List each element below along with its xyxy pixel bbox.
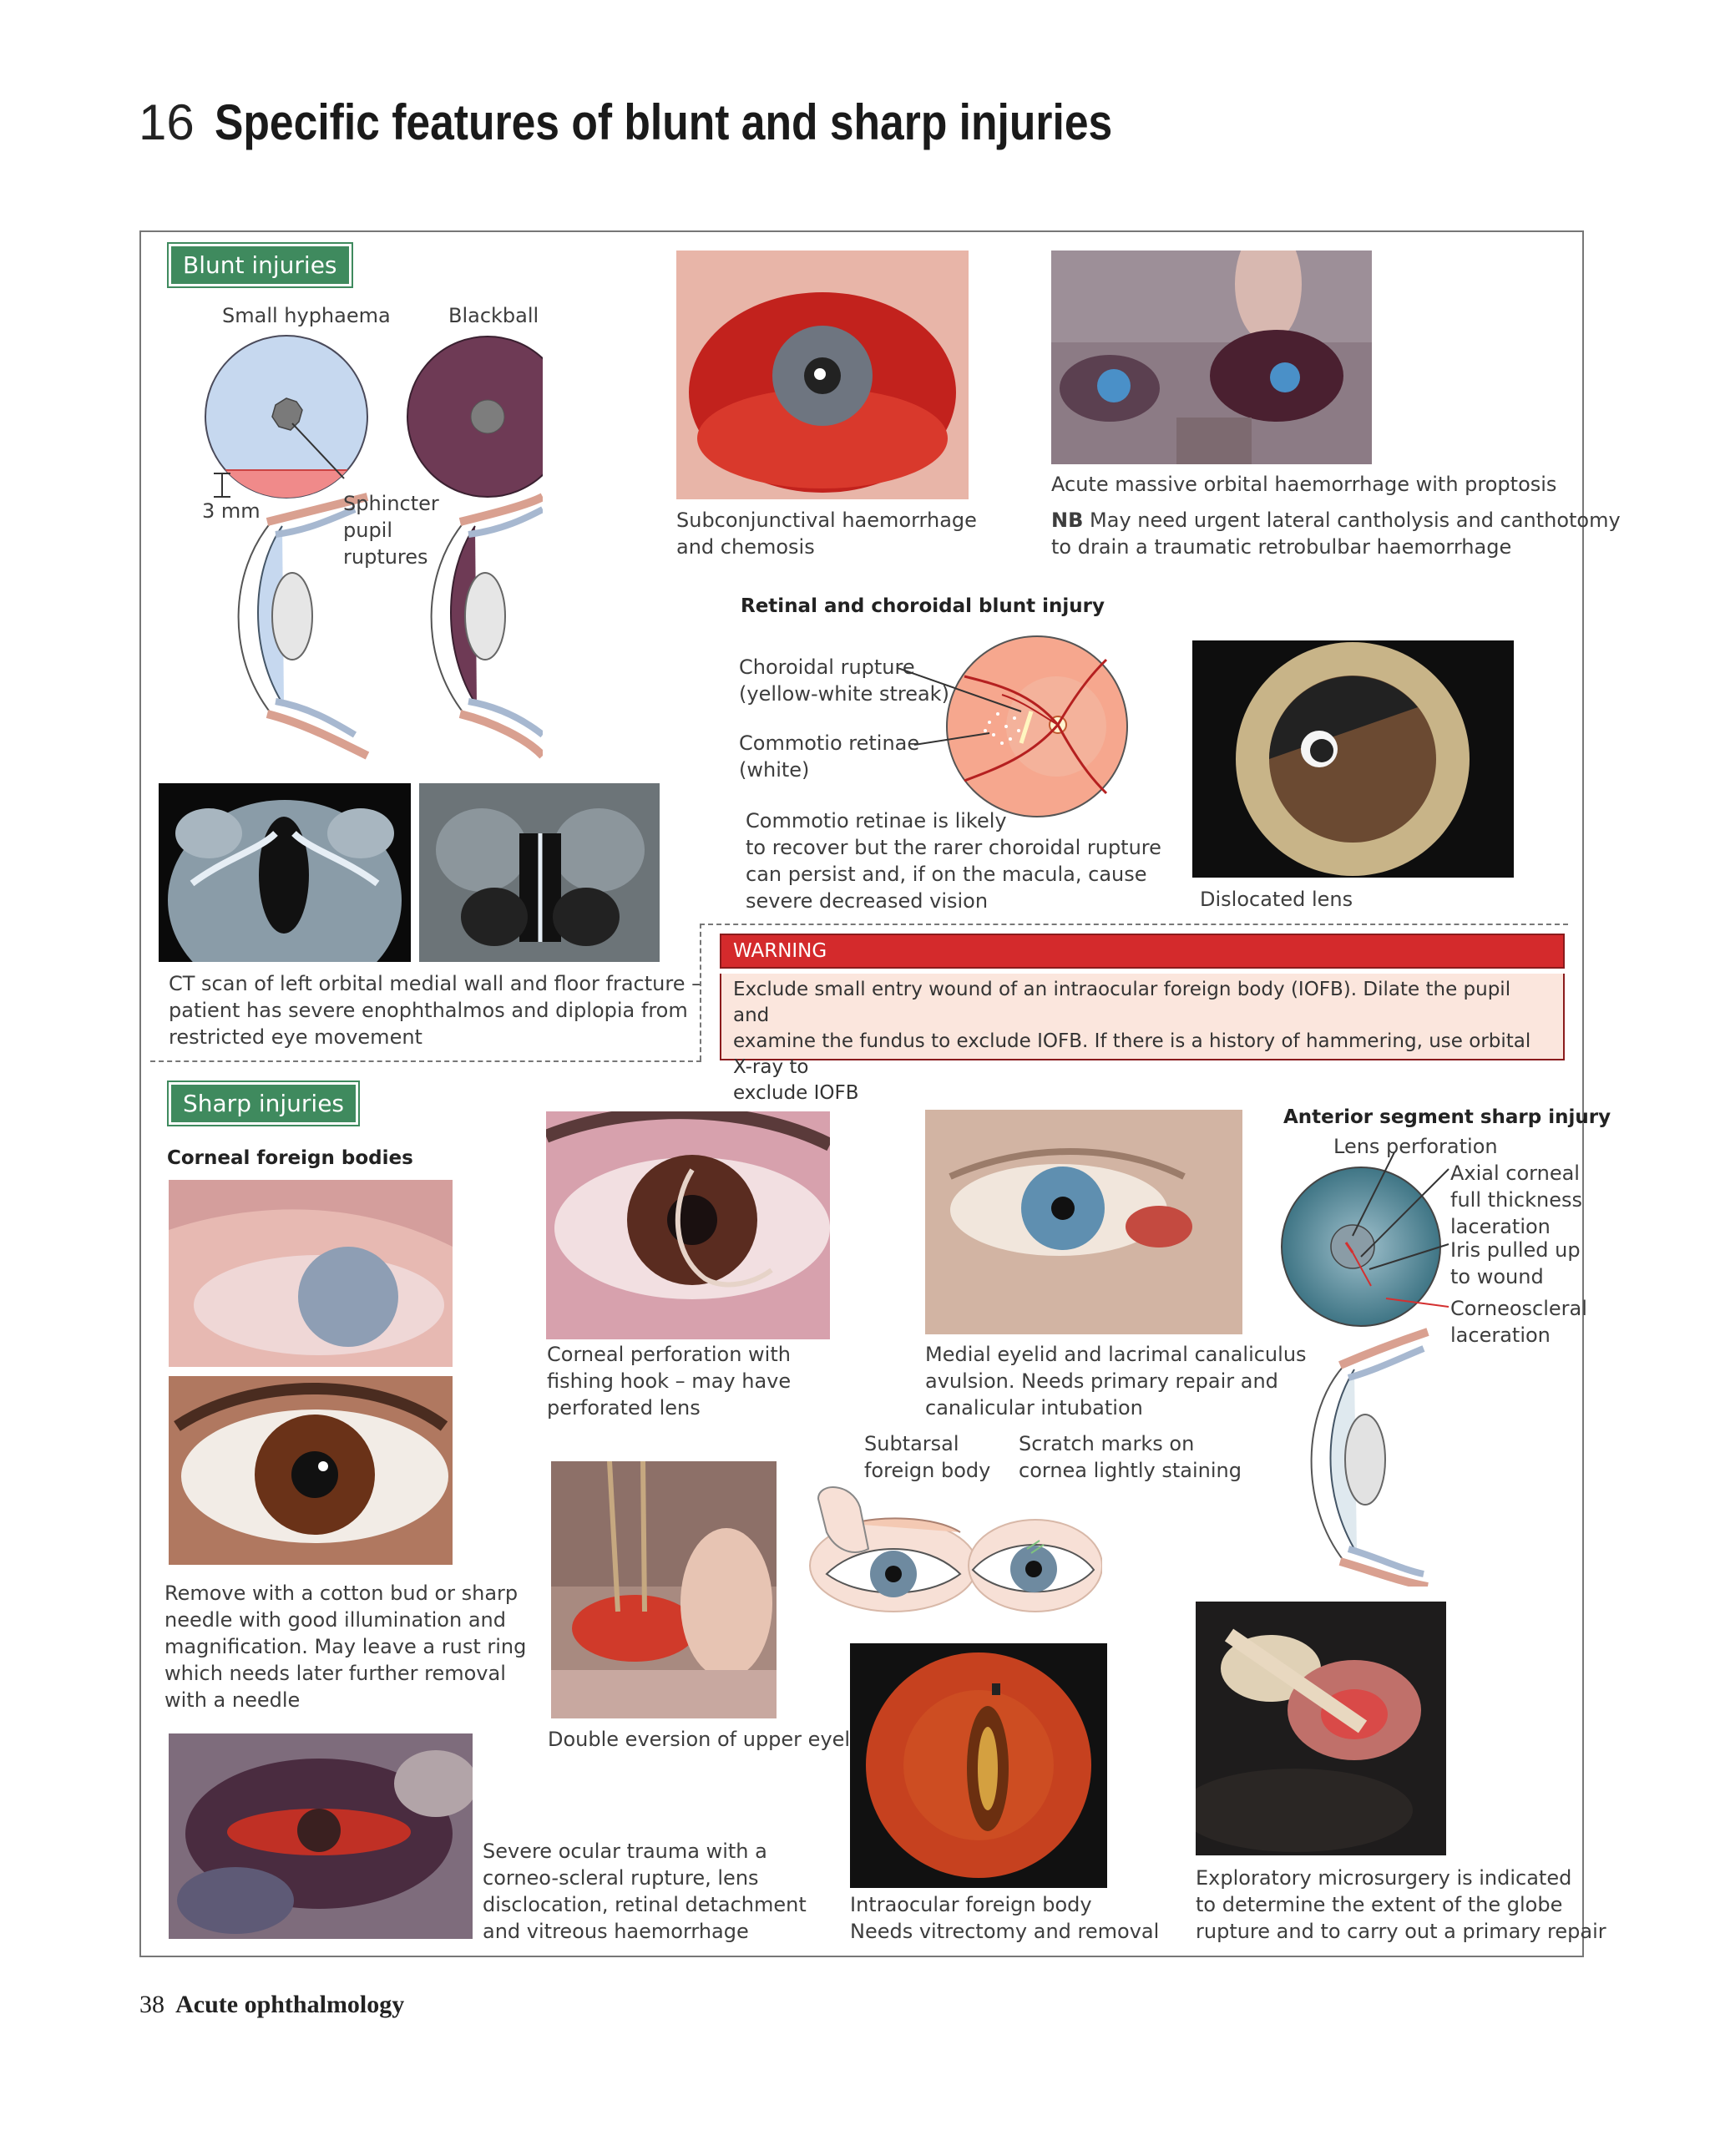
measure-3mm-label: 3 mm (202, 499, 261, 523)
hook-caption-2: fishing hook – may have (547, 1369, 792, 1393)
subtarsal-2: foreign body (864, 1459, 991, 1482)
subtarsal-scratch-diagram (809, 1486, 1102, 1612)
scratch-2: cornea lightly staining (1019, 1459, 1242, 1482)
eyelid-caption-3: canalicular intubation (925, 1396, 1143, 1420)
iris-pulled-1: Iris pulled up (1450, 1238, 1581, 1262)
subconj-caption-1: Subconjunctival haemorrhage (676, 509, 977, 532)
microsurgery-photo (1196, 1602, 1446, 1855)
eyelid-caption-2: avulsion. Needs primary repair and (925, 1369, 1278, 1393)
warning-line-3: exclude IOFB (733, 1082, 859, 1104)
commotio-note-3: can persist and, if on the macula, cause (746, 863, 1147, 886)
commotio-2: (white) (739, 758, 810, 782)
iris-pulled-2: to wound (1450, 1265, 1544, 1288)
hook-caption-3: perforated lens (547, 1396, 701, 1420)
dislocated-lens-photo (1192, 640, 1514, 878)
fishing-hook-photo (546, 1111, 830, 1339)
corneoscleral-1: Corneoscleral (1450, 1297, 1587, 1320)
remove-caption-1: Remove with a cotton bud or sharp (164, 1582, 519, 1605)
retinal-injury-title: Retinal and choroidal blunt injury (741, 595, 1105, 617)
ct-scan-coronal (419, 783, 660, 962)
remove-caption-5: with a needle (164, 1688, 301, 1712)
warning-line-2: examine the fundus to exclude IOFB. If t… (733, 1030, 1531, 1078)
choroidal-rupture-1: Choroidal rupture (739, 655, 915, 679)
warning-header: WARNING (720, 934, 1565, 969)
nb-text-2: to drain a traumatic retrobulbar haemorr… (1051, 535, 1512, 559)
axial-line-1: Axial corneal (1450, 1162, 1580, 1185)
ct-caption-1: CT scan of left orbital medial wall and … (169, 972, 702, 995)
ct-caption-2: patient has severe enophthalmos and dipl… (169, 999, 688, 1022)
commotio-note-1: Commotio retinae is likely (746, 809, 1007, 833)
severe-caption-2: corneo-scleral rupture, lens (483, 1866, 759, 1890)
divider-dashed-vertical (700, 924, 701, 1060)
divider-dashed-top (700, 924, 1568, 925)
subconj-caption-2: and chemosis (676, 535, 815, 559)
hyphaema-diagrams (205, 335, 543, 760)
sharp-injuries-tag: Sharp injuries (166, 1081, 361, 1126)
commotio-note-4: severe decreased vision (746, 889, 989, 913)
content-frame (139, 230, 1584, 1957)
remove-caption-2: needle with good illumination and (164, 1608, 506, 1632)
sphincter-line-2: pupil (343, 519, 393, 542)
subconjunctival-photo (676, 251, 969, 499)
choroidal-rupture-2: (yellow-white streak) (739, 682, 949, 706)
medial-eyelid-photo (925, 1110, 1242, 1334)
corneoscleral-2: laceration (1450, 1323, 1551, 1347)
chapter-title: Specific features of blunt and sharp inj… (215, 94, 1113, 150)
iofb-photo (850, 1643, 1107, 1888)
warning-box: Exclude small entry wound of an intraocu… (720, 974, 1565, 1104)
nb-line: NB May need urgent lateral cantholysis a… (1051, 508, 1621, 534)
anterior-segment-diagram (1281, 1152, 1449, 1587)
remove-caption-3: magnification. May leave a rust ring (164, 1635, 527, 1658)
orbital-caption: Acute massive orbital haemorrhage with p… (1051, 473, 1557, 496)
axial-line-3: laceration (1450, 1215, 1551, 1238)
page-number: 38 (139, 1991, 164, 2018)
explore-caption-1: Exploratory microsurgery is indicated (1196, 1866, 1572, 1890)
blunt-injuries-tag: Blunt injuries (167, 242, 353, 288)
severe-trauma-photo (169, 1733, 473, 1939)
iofb-caption-1: Intraocular foreign body (850, 1893, 1092, 1916)
severe-caption-4: and vitreous haemorrhage (483, 1920, 749, 1943)
ct-caption-3: restricted eye movement (169, 1025, 422, 1049)
eyelid-caption-1: Medial eyelid and lacrimal canaliculus (925, 1343, 1307, 1366)
commotio-1: Commotio retinae (739, 731, 920, 755)
double-eversion-caption: Double eversion of upper eyelid (548, 1728, 868, 1751)
commotio-note-2: to recover but the rarer choroidal ruptu… (746, 836, 1161, 859)
nb-text: May need urgent lateral cantholysis and … (1090, 509, 1621, 532)
iofb-caption-2: Needs vitrectomy and removal (850, 1920, 1160, 1943)
corneal-fb-photo-1 (169, 1180, 453, 1367)
double-eversion-photo (551, 1461, 777, 1718)
fundus-diagram (898, 635, 1128, 817)
page-footer: 38 Acute ophthalmology (139, 1991, 404, 2019)
book-title: Acute ophthalmology (175, 1991, 405, 2018)
explore-caption-2: to determine the extent of the globe (1196, 1893, 1563, 1916)
sphincter-line-3: ruptures (343, 545, 428, 569)
chapter-number: 16 (139, 94, 195, 150)
small-hyphaema-label: Small hyphaema (222, 304, 391, 327)
lens-perforation-label: Lens perforation (1333, 1135, 1498, 1158)
severe-caption-3: disclocation, retinal detachment (483, 1893, 807, 1916)
explore-caption-3: rupture and to carry out a primary repai… (1196, 1920, 1606, 1943)
nb-label: NB (1051, 509, 1084, 532)
axial-line-2: full thickness (1450, 1188, 1582, 1212)
corneal-fb-photo-2 (169, 1376, 453, 1565)
ct-scan-axial (159, 783, 411, 962)
corneal-fb-title: Corneal foreign bodies (167, 1147, 413, 1169)
divider-dashed-bottom (150, 1060, 701, 1062)
scratch-1: Scratch marks on (1019, 1432, 1195, 1455)
dislocated-lens-caption: Dislocated lens (1200, 888, 1353, 911)
blackball-label: Blackball (448, 304, 539, 327)
anterior-segment-title: Anterior segment sharp injury (1283, 1106, 1611, 1128)
orbital-haemorrhage-photo (1051, 251, 1372, 464)
remove-caption-4: which needs later further removal (164, 1662, 506, 1685)
hook-caption-1: Corneal perforation with (547, 1343, 791, 1366)
sphincter-line-1: Sphincter (343, 492, 439, 515)
severe-caption-1: Severe ocular trauma with a (483, 1840, 767, 1863)
subtarsal-1: Subtarsal (864, 1432, 959, 1455)
warning-line-1: Exclude small entry wound of an intraocu… (733, 979, 1511, 1026)
